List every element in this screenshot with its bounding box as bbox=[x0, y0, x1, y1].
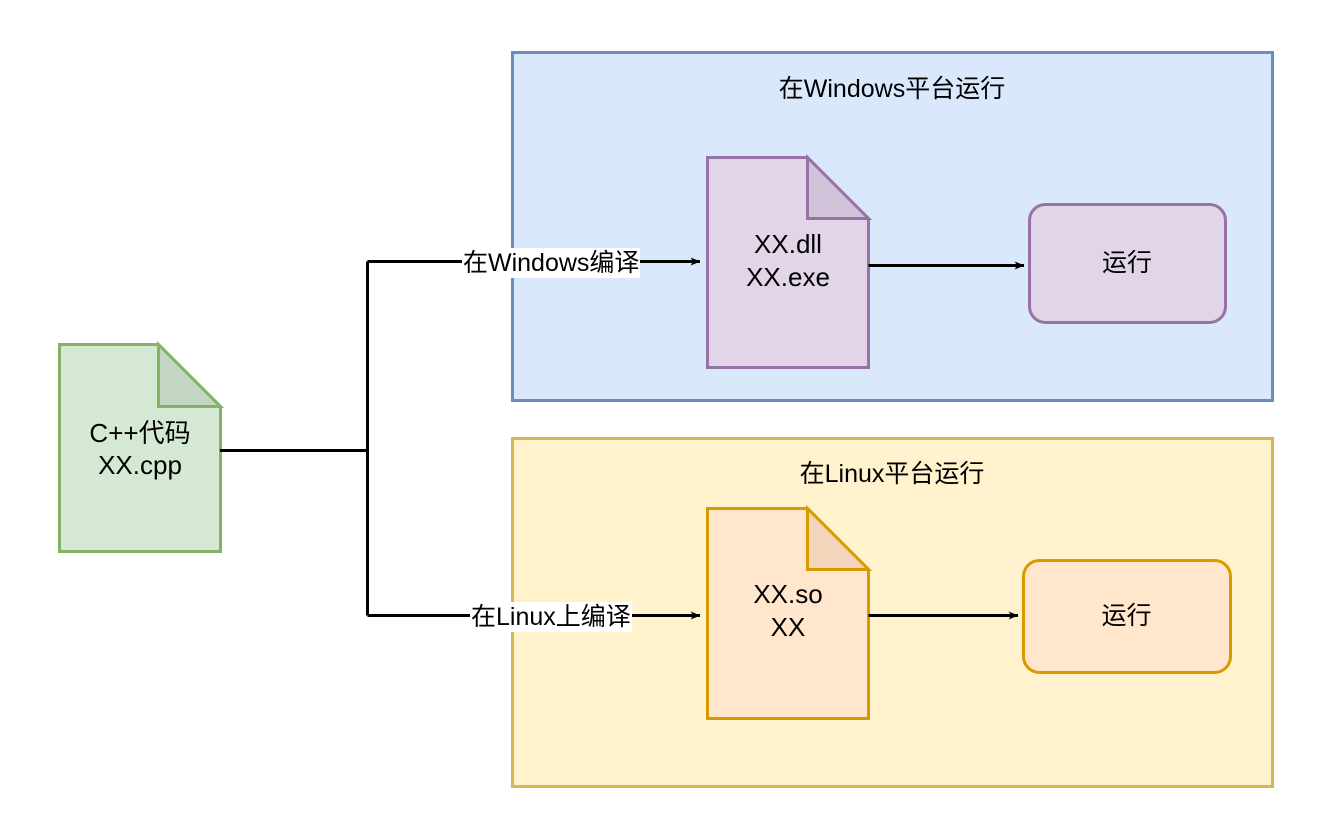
windows-run-box[interactable] bbox=[1028, 203, 1227, 324]
container-windows-title: 在Windows平台运行 bbox=[778, 75, 1006, 103]
container-linux-title: 在Linux平台运行 bbox=[799, 460, 985, 488]
edge-label-compile-windows: 在Windows编译 bbox=[462, 248, 641, 278]
linux-run-box[interactable] bbox=[1022, 559, 1232, 674]
edge-label-compile-linux: 在Linux上编译 bbox=[470, 602, 632, 632]
source-document-shape[interactable] bbox=[58, 343, 222, 553]
linux-artifact-document-fold bbox=[806, 504, 873, 571]
windows-artifact-document-fold bbox=[806, 153, 873, 220]
source-document-fold bbox=[157, 340, 225, 408]
